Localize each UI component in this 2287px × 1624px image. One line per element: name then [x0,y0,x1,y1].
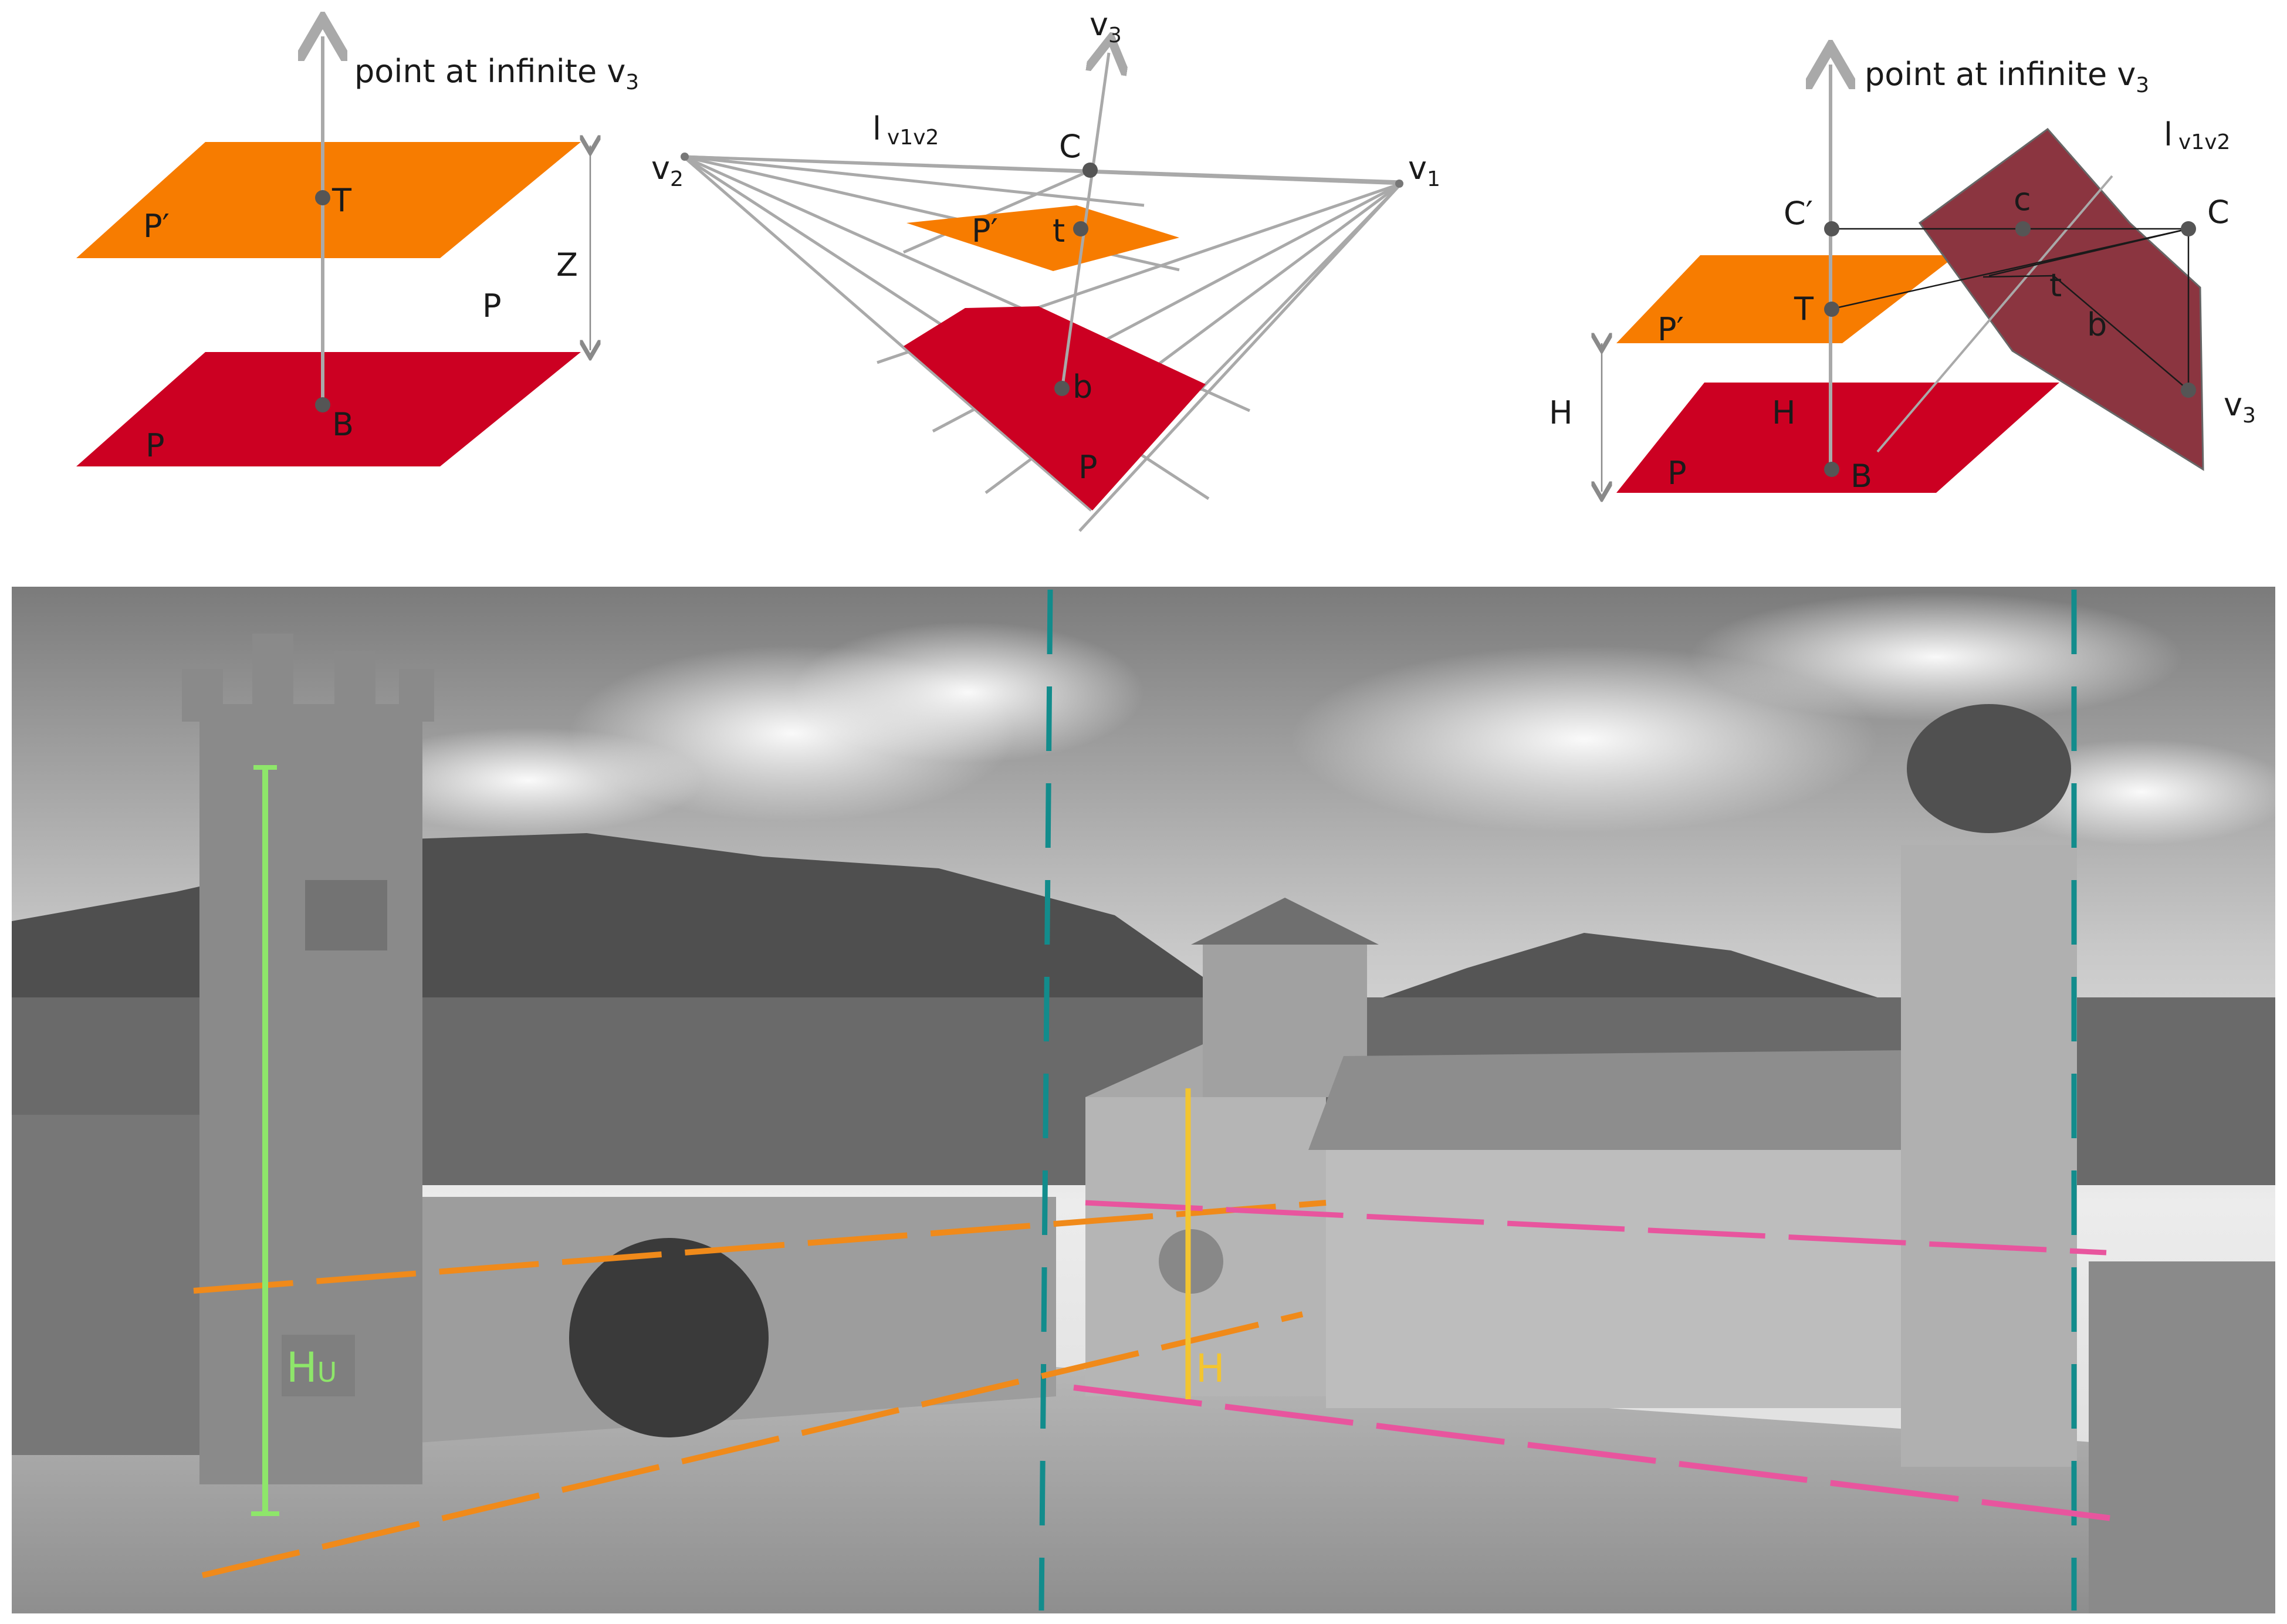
point-c [1082,163,1098,178]
label-h-photo: H [1196,1346,1225,1391]
panel-c-title: point at infinite v3 [1865,56,2149,97]
plane-p-prime-c [1616,255,1957,343]
label-b-small: b [1073,368,1092,405]
hu-label-box [282,1335,355,1396]
bell-tower [1901,845,2077,1467]
pink-dashed-line-top [1085,1200,2107,1256]
point-c-small [2015,221,2031,236]
label-p-c: P [1667,455,1687,492]
label-t-small: t [1053,212,1065,249]
label-b: B [332,406,354,443]
point-b [315,397,330,412]
piazza-duomo-photo: HU H [12,587,2287,1613]
point-b-big-c [1824,462,1839,477]
label-p-mid: P [482,287,502,324]
label-hu: HU [286,1344,337,1392]
plane-p-perspective [904,306,1206,510]
label-c-prime: C′ [1784,195,1813,232]
pink-dashed-line-bottom [1073,1385,2113,1521]
panel-a-title: point at infinite v3 [354,53,639,94]
label-c: C [1059,128,1081,165]
label-p-b: P [1078,449,1098,486]
rose-window [1159,1229,1223,1294]
label-p-prime-c: P′ [1657,311,1684,348]
orange-dashed-line-top [193,1200,1327,1294]
label-h-left: H [1549,394,1573,431]
point-b-small [1054,381,1070,396]
cathedral-dome-roof [1191,898,1379,945]
panel-a-diagram: point at infinite v3 P′ T Z P B P [76,36,639,466]
label-v3-c: v3 [2224,386,2256,428]
label-t-small-c: t [2049,267,2062,304]
label-v1: v1 [1408,150,1440,191]
point-c-big [2181,221,2196,236]
orange-dashed-line-bottom [201,1311,1304,1578]
point-t-small [1073,221,1088,236]
plane-p-prime-perspective [906,205,1179,271]
label-t-big-c: T [1794,290,1814,327]
label-b-big-c: B [1850,458,1872,495]
buildings-right [2089,1261,2275,1613]
label-p-prime-b: P′ [972,212,998,249]
bell-tower-onion-dome [1907,704,2071,833]
buildings-left [12,1115,199,1455]
point-v2 [681,153,689,161]
v3-axis [1060,53,1109,391]
nave-roof [1308,1050,1907,1150]
label-t: T [331,182,352,219]
plane-v3-maroon [1918,127,2204,471]
tower-clock [305,880,387,950]
label-z: Z [556,246,578,283]
horizon-line-v1v2 [683,155,1402,185]
label-c-big: C [2207,194,2230,231]
point-v3-c [2181,383,2196,398]
label-h-mid: H [1772,394,1796,431]
cathedral-nave [1326,1150,1907,1408]
label-p-left: P [146,427,165,464]
construction-lines [1830,228,2190,391]
point-t [315,190,330,205]
label-p-prime: P′ [143,208,170,245]
teal-dashed-line-left [1038,589,1053,1611]
label-b-small-c: b [2087,306,2107,343]
label-v2: v2 [651,150,684,191]
point-c-prime [1824,221,1839,236]
tree [569,1238,769,1437]
tower-merlons [182,634,434,722]
l-v1v2-line-c [1876,175,2113,453]
label-v3: v3 [1090,6,1122,48]
point-v1 [1395,180,1403,188]
point-t-big-c [1824,302,1839,317]
plane-p-perspective-c [1616,383,2059,493]
label-c-small: c [2014,181,2031,218]
